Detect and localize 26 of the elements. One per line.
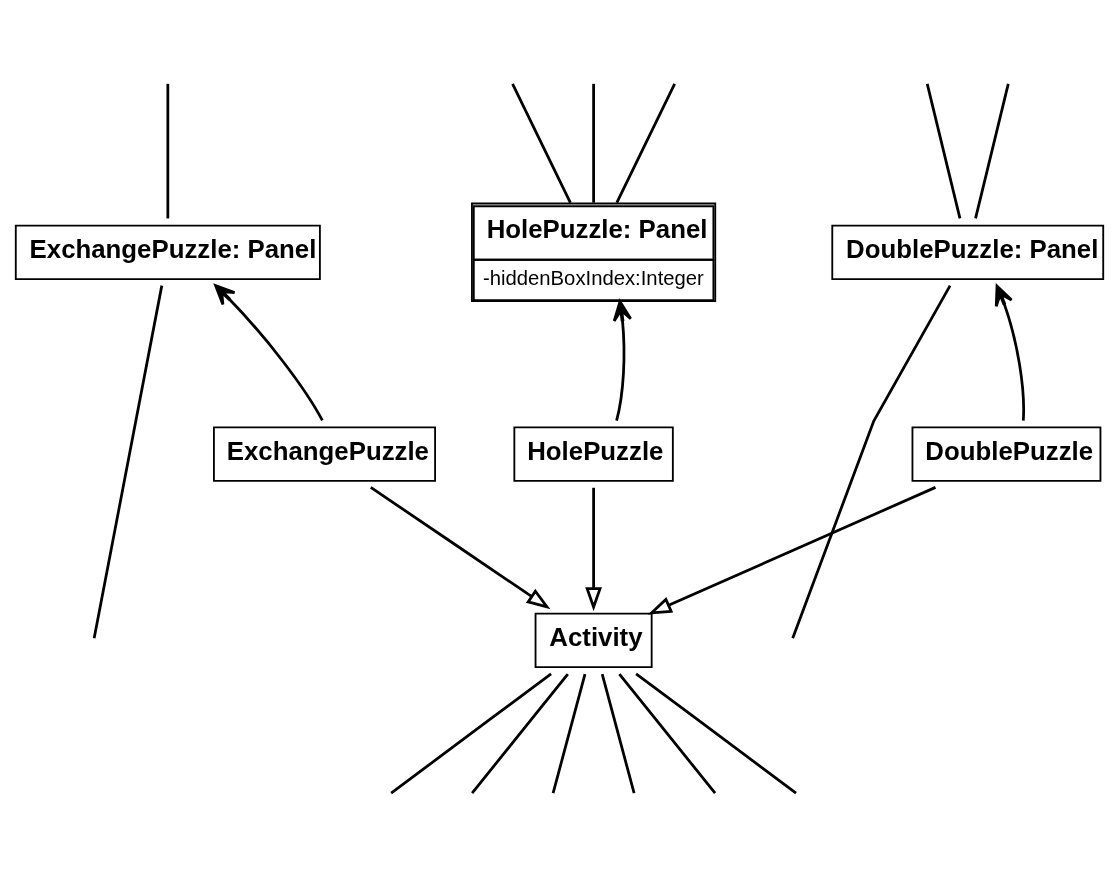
connector xyxy=(974,83,1010,219)
connector xyxy=(925,83,962,219)
connector xyxy=(511,83,572,204)
node-box: DoublePuzzle xyxy=(911,426,1102,482)
connector xyxy=(615,83,676,204)
arrow xyxy=(370,486,551,610)
node-box: ExchangePuzzle: Panel xyxy=(14,224,321,280)
connector xyxy=(635,672,797,795)
connector xyxy=(166,83,170,219)
connector xyxy=(600,673,636,794)
arrow xyxy=(647,486,937,615)
node-box: Activity xyxy=(534,612,653,668)
node-box: HolePuzzle xyxy=(513,426,674,482)
connector xyxy=(618,673,717,794)
arrow xyxy=(994,284,1025,421)
node-box: ExchangePuzzle xyxy=(213,426,436,482)
connector xyxy=(471,673,569,794)
node-box: DoublePuzzle: Panel xyxy=(831,224,1105,280)
connector xyxy=(592,83,595,203)
connector xyxy=(551,673,587,794)
arrow xyxy=(214,284,324,422)
arrow xyxy=(612,300,632,422)
connector xyxy=(92,285,164,639)
connector xyxy=(390,672,552,795)
arrow xyxy=(585,487,602,612)
connector xyxy=(791,284,952,639)
